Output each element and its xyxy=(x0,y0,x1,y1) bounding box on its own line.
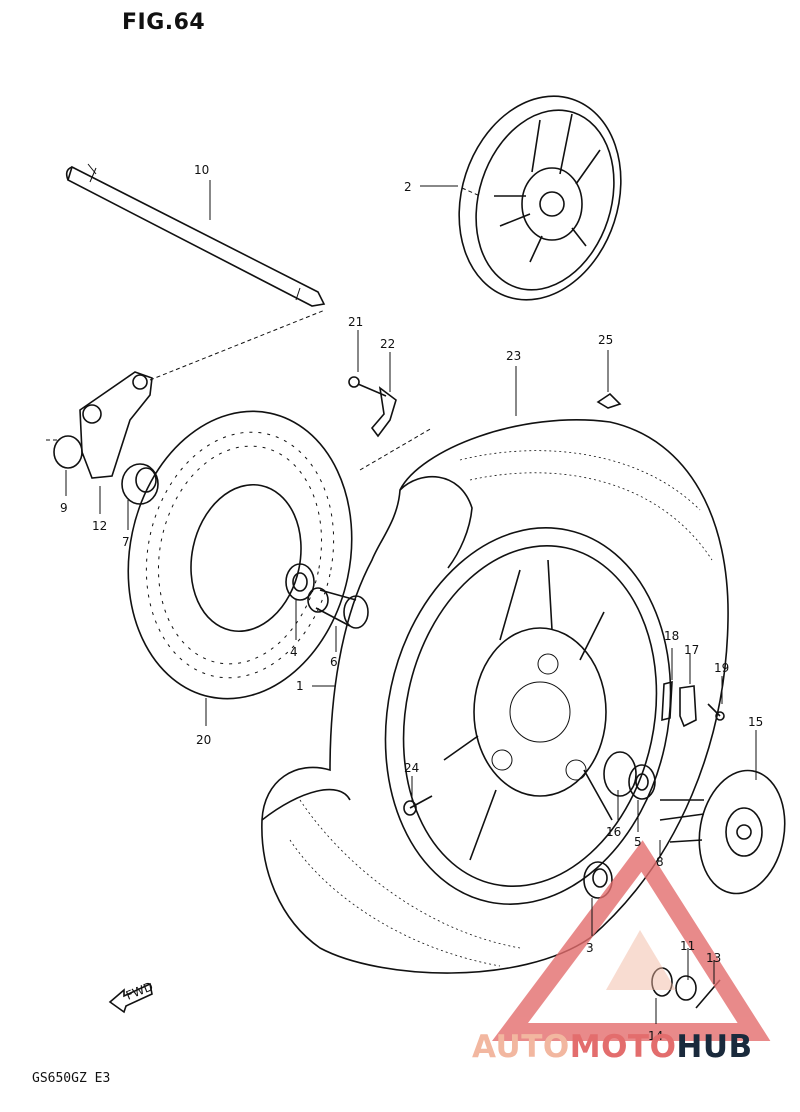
callout-8: 8 xyxy=(656,855,664,869)
watermark-text: AUTOMOTOHUB xyxy=(472,1029,753,1065)
callout-16: 16 xyxy=(606,825,621,839)
watermark-part-c: HUB xyxy=(676,1029,753,1065)
main-wheel-part xyxy=(261,419,729,974)
callout-19: 19 xyxy=(714,661,729,675)
watermark-part-a: AUTO xyxy=(472,1029,570,1065)
callout-6: 6 xyxy=(330,655,338,669)
callout-1: 1 xyxy=(296,679,304,693)
watermark-logo-icon xyxy=(492,840,771,1041)
bolt-clamp-part xyxy=(348,376,433,471)
spacer-3-part xyxy=(583,861,613,899)
sensor-plates-part xyxy=(661,680,725,728)
hub-flange-part xyxy=(659,769,786,895)
figure-title: FIG.64 xyxy=(122,10,206,35)
callout-2: 2 xyxy=(404,180,412,194)
callout-9: 9 xyxy=(60,501,68,515)
leader-lines xyxy=(65,180,757,1024)
brake-disc-part xyxy=(127,410,353,700)
hub-seal-part xyxy=(603,751,656,800)
callout-10: 10 xyxy=(194,163,209,177)
callout-20: 20 xyxy=(196,733,211,747)
callout-3: 3 xyxy=(586,941,594,955)
caliper-bracket-part xyxy=(46,309,326,505)
callout-14: 14 xyxy=(648,1029,663,1043)
callout-5: 5 xyxy=(634,835,642,849)
wheel-thumbnail-part xyxy=(458,95,622,301)
watermark-part-b: MOTO xyxy=(569,1029,677,1065)
callout-7: 7 xyxy=(122,535,130,549)
callout-21: 21 xyxy=(348,315,363,329)
axle-part xyxy=(65,163,326,307)
callout-23: 23 xyxy=(506,349,521,363)
forward-arrow-icon: FWD xyxy=(108,979,155,1014)
callout-12: 12 xyxy=(92,519,107,533)
bolt-24-part xyxy=(403,795,433,816)
callout-15: 15 xyxy=(748,715,763,729)
callout-24: 24 xyxy=(404,761,419,775)
callout-17: 17 xyxy=(684,643,699,657)
valve-cap-part xyxy=(596,392,622,409)
callout-13: 13 xyxy=(706,951,721,965)
callout-25: 25 xyxy=(598,333,613,347)
callout-22: 22 xyxy=(380,337,395,351)
callout-4: 4 xyxy=(290,645,298,659)
callout-labels: 10 2 21 22 23 25 9 12 7 4 6 1 20 18 17 1… xyxy=(60,163,763,1043)
callout-11: 11 xyxy=(680,939,695,953)
callout-18: 18 xyxy=(664,629,679,643)
model-code: GS650GZ E3 xyxy=(32,1071,111,1086)
